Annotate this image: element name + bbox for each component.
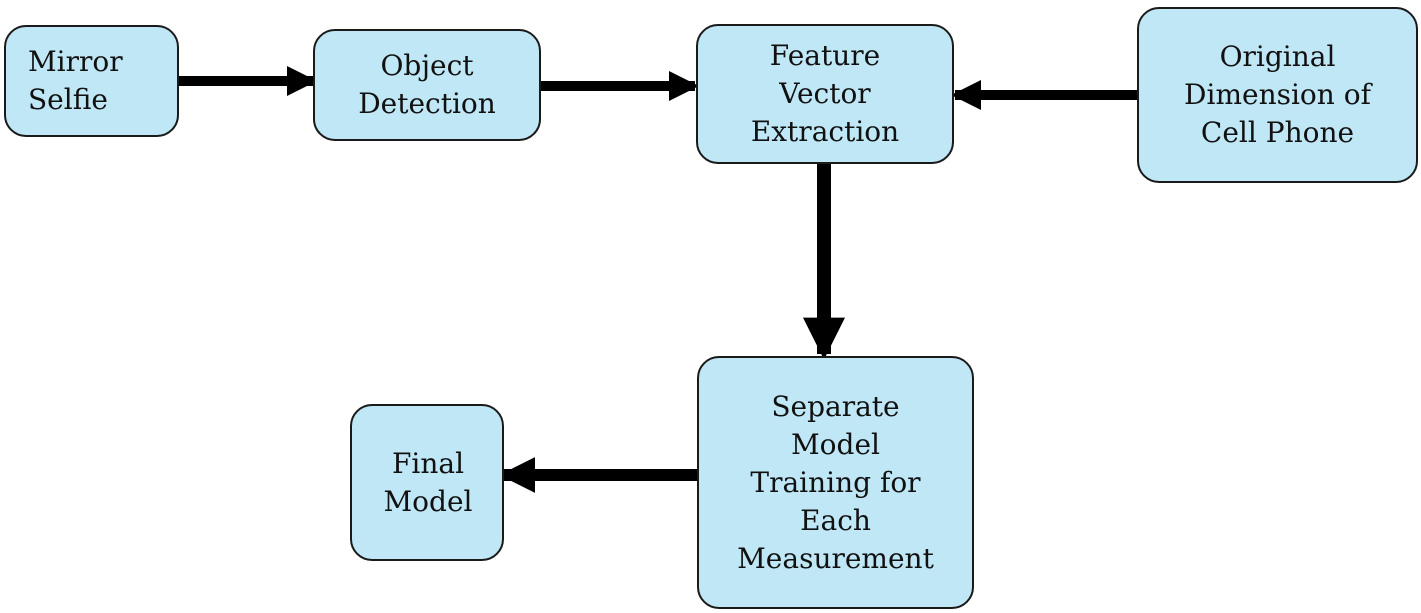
original-dimension-label: Original Dimension of Cell Phone — [1184, 38, 1371, 152]
feature-vector-extraction-label: Feature Vector Extraction — [751, 37, 899, 151]
original-line-1: Original — [1219, 40, 1336, 73]
mirror-selfie-line-2: Selfie — [28, 83, 108, 116]
mirror-selfie-node: Mirror Selfie — [4, 25, 179, 137]
mirror-selfie-label: Mirror Selfie — [28, 43, 123, 119]
separate-line-3: Training for — [750, 465, 921, 499]
final-line-1: Final — [391, 446, 465, 480]
final-line-2: Model — [383, 484, 473, 518]
separate-line-2: Model — [791, 427, 880, 461]
original-dimension-node: Original Dimension of Cell Phone — [1137, 7, 1418, 183]
original-line-2: Dimension of — [1184, 78, 1371, 111]
separate-line-5: Measurement — [737, 541, 934, 575]
separate-line-1: Separate — [771, 389, 900, 423]
object-detection-line-1: Object — [380, 49, 474, 82]
final-model-label: Final Model — [382, 445, 473, 521]
separate-model-training-node: Separate Model Training for Each Measure… — [697, 356, 974, 609]
object-detection-node: Object Detection — [313, 29, 541, 141]
feature-line-1: Feature — [769, 39, 881, 72]
separate-line-4: Each — [800, 503, 871, 537]
feature-line-2: Vector — [779, 77, 871, 110]
final-model-node: Final Model — [350, 404, 504, 561]
object-detection-label: Object Detection — [358, 47, 496, 123]
feature-vector-extraction-node: Feature Vector Extraction — [696, 24, 954, 164]
object-detection-line-2: Detection — [358, 87, 496, 120]
original-line-3: Cell Phone — [1200, 116, 1355, 149]
mirror-selfie-line-1: Mirror — [28, 45, 123, 78]
feature-line-3: Extraction — [750, 115, 900, 148]
separate-model-training-label: Separate Model Training for Each Measure… — [737, 388, 934, 578]
